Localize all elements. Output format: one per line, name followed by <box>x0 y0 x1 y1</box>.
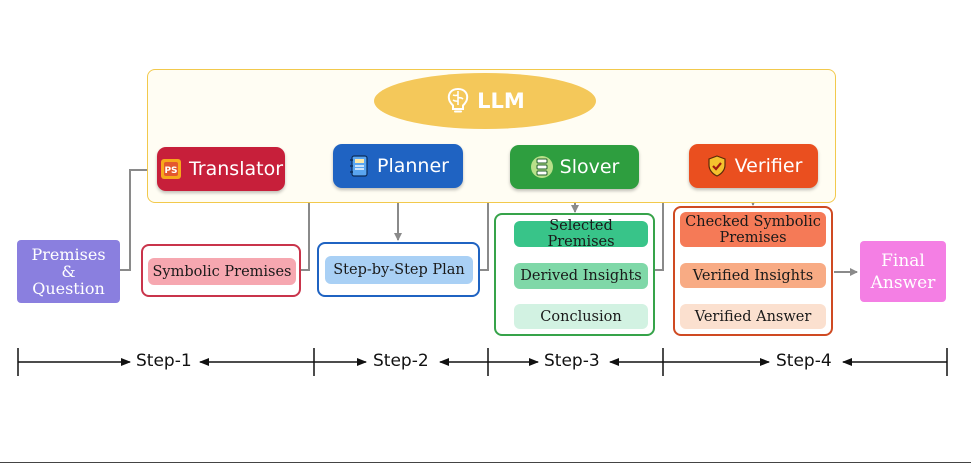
verifier-module: Verifier <box>689 144 818 188</box>
checked-symbolic-premises-node: Checked Symbolic Premises <box>680 212 826 247</box>
derived-insights-node: Derived Insights <box>514 263 648 289</box>
svg-text:PS: PS <box>164 166 177 176</box>
verified-answer-node: Verified Answer <box>680 304 826 329</box>
premises-question-box: Premises & Question <box>17 240 120 303</box>
selected-premises-node: Selected Premises <box>514 218 648 250</box>
slover-module: Slover <box>510 145 639 189</box>
translator-label: Translator <box>188 158 284 180</box>
input-line-1: Premises <box>31 245 106 264</box>
notebook-icon <box>350 155 368 177</box>
planner-module: Planner <box>333 144 463 188</box>
slover-label: Slover <box>559 156 620 178</box>
translator-module: PS Translator <box>157 147 285 191</box>
ps-square-icon: PS <box>160 159 181 179</box>
symbolic-premises-node: Symbolic Premises <box>148 258 296 285</box>
step-2-label: Step-2 <box>371 351 431 371</box>
llm-label: LLM <box>477 89 525 113</box>
final-line-1: Final <box>881 250 925 271</box>
final-line-2: Answer <box>870 272 936 293</box>
llm-node: LLM <box>374 73 596 129</box>
final-answer-box: Final Answer <box>860 241 946 302</box>
input-line-3: Question <box>32 279 105 298</box>
brain-bulb-icon <box>447 87 469 113</box>
shield-check-icon <box>708 155 726 177</box>
step-by-step-plan-node: Step-by-Step Plan <box>325 256 473 284</box>
verifier-label: Verifier <box>734 155 803 177</box>
step-axis <box>17 348 948 376</box>
flow-input-to-translator <box>120 166 155 271</box>
input-line-2: & <box>61 262 76 281</box>
bottom-divider <box>0 462 971 463</box>
verified-insights-node: Verified Insights <box>680 263 826 288</box>
stacked-cylinder-icon <box>530 156 553 178</box>
conclusion-node: Conclusion <box>514 304 648 329</box>
step-1-label: Step-1 <box>134 351 194 371</box>
step-3-label: Step-3 <box>542 351 602 371</box>
step-4-label: Step-4 <box>774 351 834 371</box>
planner-label: Planner <box>377 155 449 177</box>
